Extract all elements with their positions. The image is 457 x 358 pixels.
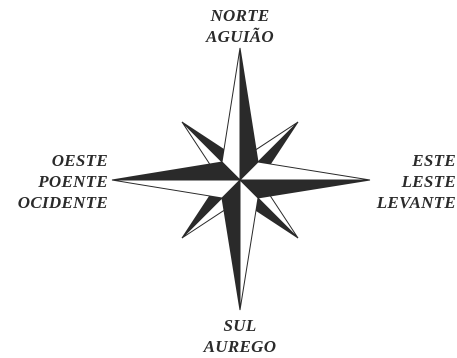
west-point-light-half (112, 180, 240, 198)
east-point-light-half (240, 162, 370, 180)
north-point-dark-half (240, 48, 258, 180)
east-label: ESTE LESTE LEVANTE (366, 150, 456, 213)
west-label: OESTE POENTE OCIDENTE (0, 150, 108, 213)
south-point-light-half (240, 180, 258, 310)
south-point-dark-half (222, 180, 240, 310)
north-name: NORTE (199, 5, 281, 26)
east-alt-name-2: LEVANTE (366, 192, 456, 213)
west-alt-name-2: OCIDENTE (0, 192, 108, 213)
east-point-dark-half (240, 180, 370, 198)
east-alt-name: LESTE (366, 171, 456, 192)
east-name: ESTE (366, 150, 456, 171)
south-label: SUL AUREGO (199, 315, 281, 357)
north-wind-name: AGUIÃO (199, 26, 281, 47)
south-wind-name: AUREGO (199, 336, 281, 357)
west-alt-name: POENTE (0, 171, 108, 192)
south-name: SUL (199, 315, 281, 336)
west-point-dark-half (112, 162, 240, 180)
north-point-light-half (222, 48, 240, 180)
west-name: OESTE (0, 150, 108, 171)
cardinal-points (112, 48, 370, 310)
north-label: NORTE AGUIÃO (199, 5, 281, 47)
